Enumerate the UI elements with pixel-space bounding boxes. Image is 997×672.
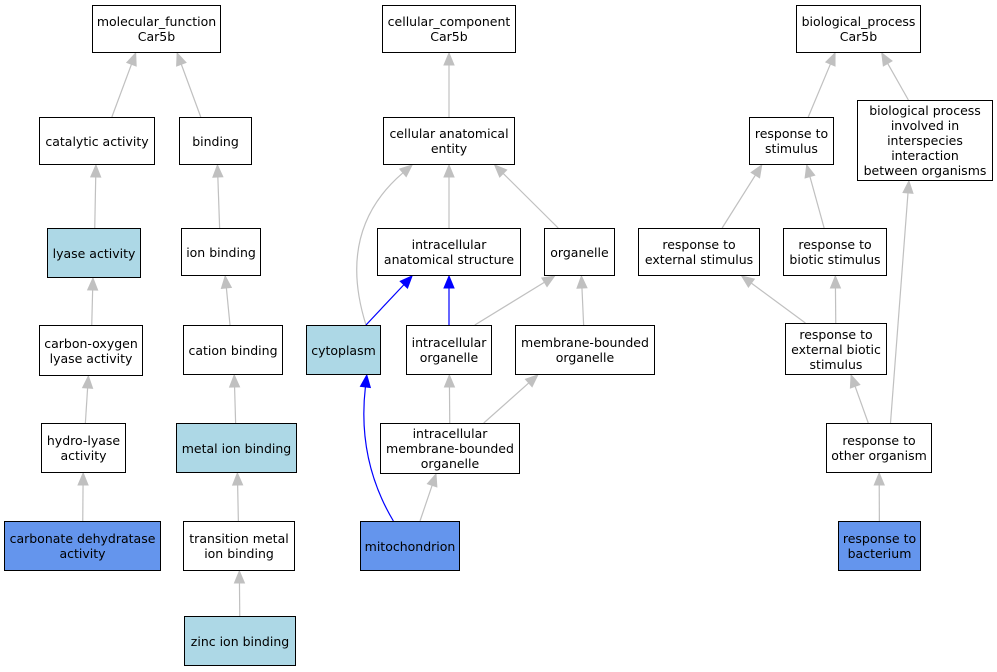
node-cellular-anatomical-entity[interactable]: cellular anatomical entity — [383, 117, 515, 165]
edge-response_to_other_organism-to-response_to_external_biotic_stimulus — [854, 386, 869, 424]
arrowhead-mitochondrion-to-intracellular_membrane_bounded_organelle — [426, 472, 438, 488]
node-hydro-lyase-activity[interactable]: hydro-lyase activity — [41, 423, 126, 473]
node-membrane-bounded-organelle[interactable]: membrane-bounded organelle — [515, 325, 655, 375]
node-metal-ion-binding[interactable]: metal ion binding — [176, 423, 297, 473]
node-mitochondrion[interactable]: mitochondrion — [360, 521, 460, 571]
node-biological-process[interactable]: biological_process Car5b — [796, 5, 921, 53]
edge-cytoplasm-to-cellular_anatomical_entity — [356, 172, 404, 326]
edge-catalytic_activity-to-molecular_function — [111, 64, 133, 118]
arrowhead-intracellular_anatomical_structure-to-cellular_anatomical_entity — [443, 163, 455, 178]
arrowhead-mitochondrion-to-cytoplasm — [359, 373, 372, 389]
edge-response_to_external_stimulus-to-response_to_stimulus — [721, 174, 756, 229]
edge-ion_binding-to-binding — [217, 176, 221, 229]
node-cation-binding[interactable]: cation binding — [183, 325, 283, 375]
edge-intracellular_organelle-to-organelle — [474, 281, 545, 326]
node-molecular-function[interactable]: molecular_function Car5b — [92, 5, 221, 53]
arrowhead-response_to_bacterium-to-response_to_other_organism — [873, 471, 885, 486]
edge-intracellular_membrane_bounded_organelle-to-membrane_bounded_organelle — [483, 382, 530, 424]
node-cytoplasm[interactable]: cytoplasm — [306, 325, 381, 375]
node-carbon-oxygen-lyase-activity[interactable]: carbon-oxygen lyase activity — [39, 325, 143, 376]
node-carbonate-dehydratase-activity[interactable]: carbonate dehydratase activity — [4, 521, 161, 571]
arrowhead-response_to_external_biotic_stimulus-to-response_to_external_stimulus — [740, 275, 756, 289]
node-catalytic-activity[interactable]: catalytic activity — [39, 117, 155, 165]
arrowhead-organelle-to-cellular_anatomical_entity — [493, 164, 508, 178]
node-lyase-activity[interactable]: lyase activity — [47, 228, 141, 278]
arrowhead-transition_metal_ion_binding-to-metal_ion_binding — [231, 471, 244, 486]
edge-cytoplasm-to-intracellular_anatomical_structure — [365, 284, 405, 326]
arrowhead-carbon_oxygen_lyase_activity-to-lyase_activity — [86, 276, 99, 291]
node-intracellular-membrane-bounded-organelle[interactable]: intracellular membrane-bounded organelle — [380, 423, 520, 474]
arrowhead-membrane_bounded_organelle-to-organelle — [576, 274, 588, 289]
arrowhead-response_to_other_organism-to-bp_interspecies — [902, 179, 914, 194]
node-intracellular-organelle[interactable]: intracellular organelle — [406, 325, 492, 375]
node-binding[interactable]: binding — [179, 117, 252, 165]
arrowhead-catalytic_activity-to-molecular_function — [125, 51, 137, 67]
edge-mitochondrion-to-intracellular_membrane_bounded_organelle — [419, 485, 433, 522]
arrowhead-cation_binding-to-ion_binding — [220, 274, 233, 290]
node-intracellular-anatomical-structure[interactable]: intracellular anatomical structure — [377, 228, 521, 276]
arrowhead-response_to_external_biotic_stimulus-to-response_to_biotic_stimulus — [829, 274, 842, 289]
edge-response_to_other_organism-to-bp_interspecies — [889, 192, 909, 424]
node-response-to-external-stimulus[interactable]: response to external stimulus — [638, 228, 760, 276]
edge-transition_metal_ion_binding-to-metal_ion_binding — [237, 484, 239, 522]
edge-response_to_external_biotic_stimulus-to-response_to_external_stimulus — [750, 282, 806, 324]
arrowhead-hydro_lyase_activity-to-carbon_oxygen_lyase_activity — [81, 374, 94, 389]
arrowhead-metal_ion_binding-to-cation_binding — [228, 373, 241, 388]
arrowhead-ion_binding-to-binding — [212, 163, 224, 178]
edge-mitochondrion-to-cytoplasm — [363, 386, 394, 522]
arrowhead-intracellular_membrane_bounded_organelle-to-intracellular_organelle — [443, 373, 456, 388]
arrowhead-intracellular_organelle-to-intracellular_anatomical_structure — [443, 274, 455, 289]
node-response-to-bacterium[interactable]: response to bacterium — [838, 521, 921, 571]
edge-binding-to-molecular_function — [180, 64, 202, 118]
node-response-to-external-biotic-stimulus[interactable]: response to external biotic stimulus — [785, 323, 887, 375]
edge-metal_ion_binding-to-cation_binding — [233, 386, 237, 424]
node-organelle[interactable]: organelle — [544, 228, 615, 276]
arrowhead-cytoplasm-to-intracellular_anatomical_structure — [399, 275, 413, 290]
arrowhead-response_to_stimulus-to-biological_process — [824, 51, 836, 67]
edge-lyase_activity-to-catalytic_activity — [94, 176, 97, 229]
edge-bp_interspecies-to-biological_process — [887, 63, 909, 101]
arrowhead-carbonate_dehydratase_activity-to-hydro_lyase_activity — [77, 471, 89, 486]
node-cellular-component[interactable]: cellular_component Car5b — [382, 5, 516, 53]
node-response-to-stimulus[interactable]: response to stimulus — [749, 117, 834, 165]
arrowhead-response_to_other_organism-to-response_to_external_biotic_stimulus — [849, 373, 861, 389]
node-transition-metal-ion-binding[interactable]: transition metal ion binding — [183, 521, 295, 571]
edge-cation_binding-to-ion_binding — [225, 287, 231, 326]
arrowhead-lyase_activity-to-catalytic_activity — [89, 163, 102, 178]
edge-response_to_biotic_stimulus-to-response_to_stimulus — [809, 176, 825, 229]
node-response-to-biotic-stimulus[interactable]: response to biotic stimulus — [783, 228, 887, 276]
arrowhead-cytoplasm-to-cellular_anatomical_entity — [398, 164, 414, 178]
arrowhead-bp_interspecies-to-biological_process — [881, 51, 893, 67]
node-zinc-ion-binding[interactable]: zinc ion binding — [184, 616, 296, 666]
arrowhead-response_to_biotic_stimulus-to-response_to_stimulus — [804, 163, 816, 179]
edge-response_to_stimulus-to-biological_process — [807, 63, 831, 118]
arrowhead-binding-to-molecular_function — [176, 51, 187, 67]
edge-carbon_oxygen_lyase_activity-to-lyase_activity — [91, 289, 94, 326]
arrowhead-response_to_external_stimulus-to-response_to_stimulus — [750, 163, 763, 179]
arrowhead-cellular_anatomical_entity-to-cellular_component — [443, 51, 455, 66]
arrowhead-intracellular_organelle-to-organelle — [540, 275, 556, 288]
arrowhead-intracellular_membrane_bounded_organelle-to-membrane_bounded_organelle — [524, 374, 539, 388]
edge-hydro_lyase_activity-to-carbon_oxygen_lyase_activity — [84, 387, 89, 424]
edge-membrane_bounded_organelle-to-organelle — [581, 287, 585, 326]
node-response-to-other-organism[interactable]: response to other organism — [826, 423, 932, 473]
node-ion-binding[interactable]: ion binding — [181, 228, 261, 276]
node-bp-interspecies[interactable]: biological process involved in interspec… — [857, 100, 993, 181]
arrowhead-zinc_ion_binding-to-transition_metal_ion_binding — [233, 569, 246, 584]
edge-organelle-to-cellular_anatomical_entity — [502, 173, 559, 229]
